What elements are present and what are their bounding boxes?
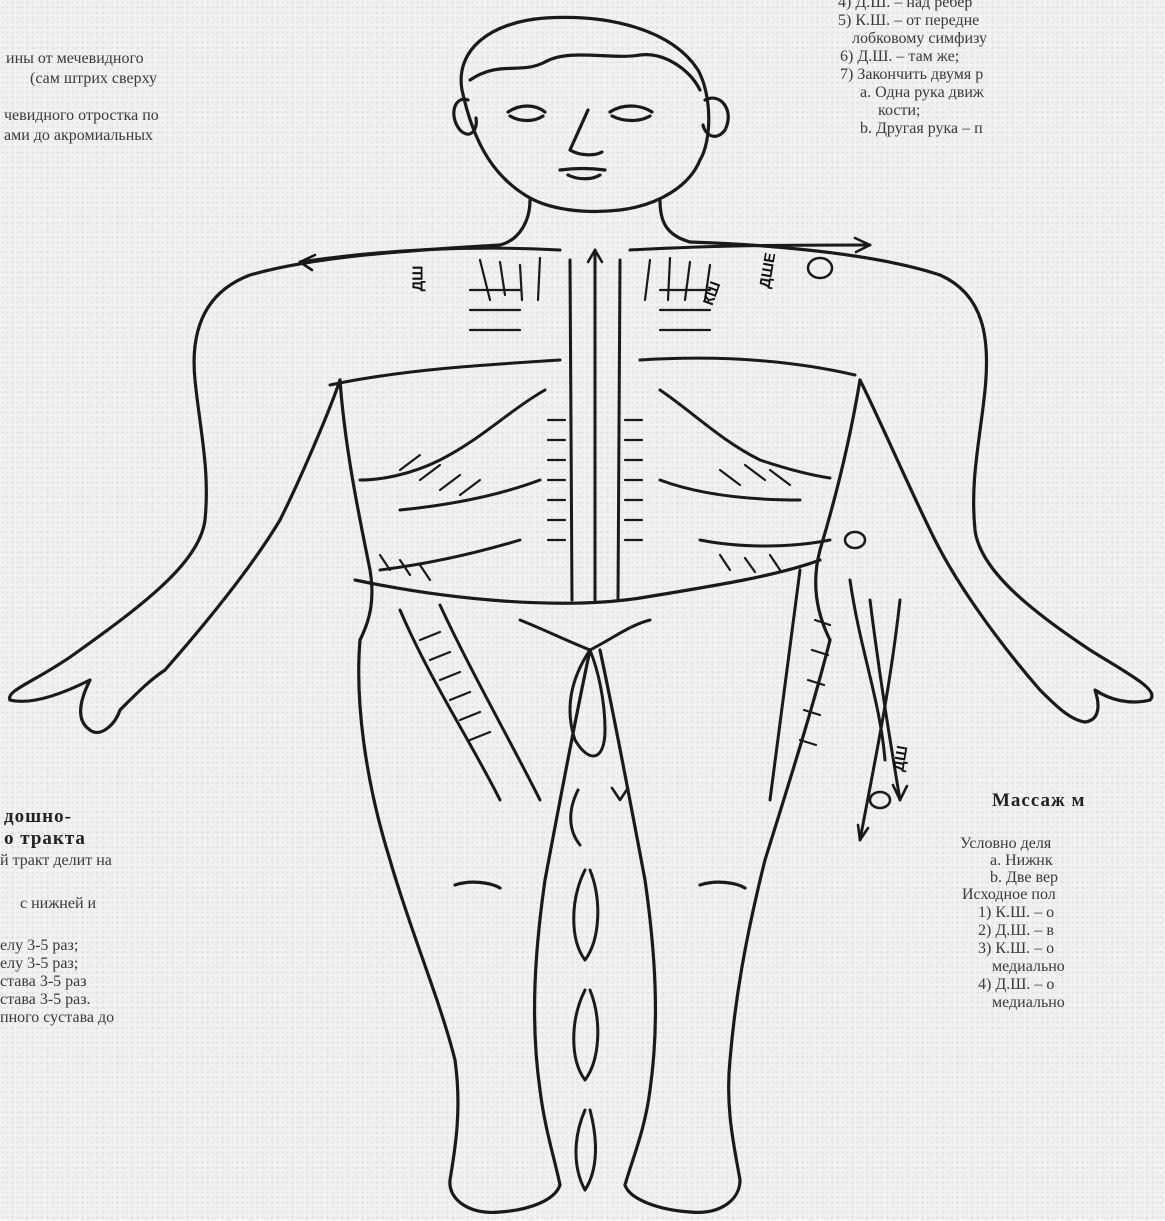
label-shoulder-left: ДШ — [409, 266, 426, 292]
arrows — [300, 238, 907, 840]
body-outline — [10, 17, 1152, 1212]
lymph-nodes — [808, 258, 890, 808]
